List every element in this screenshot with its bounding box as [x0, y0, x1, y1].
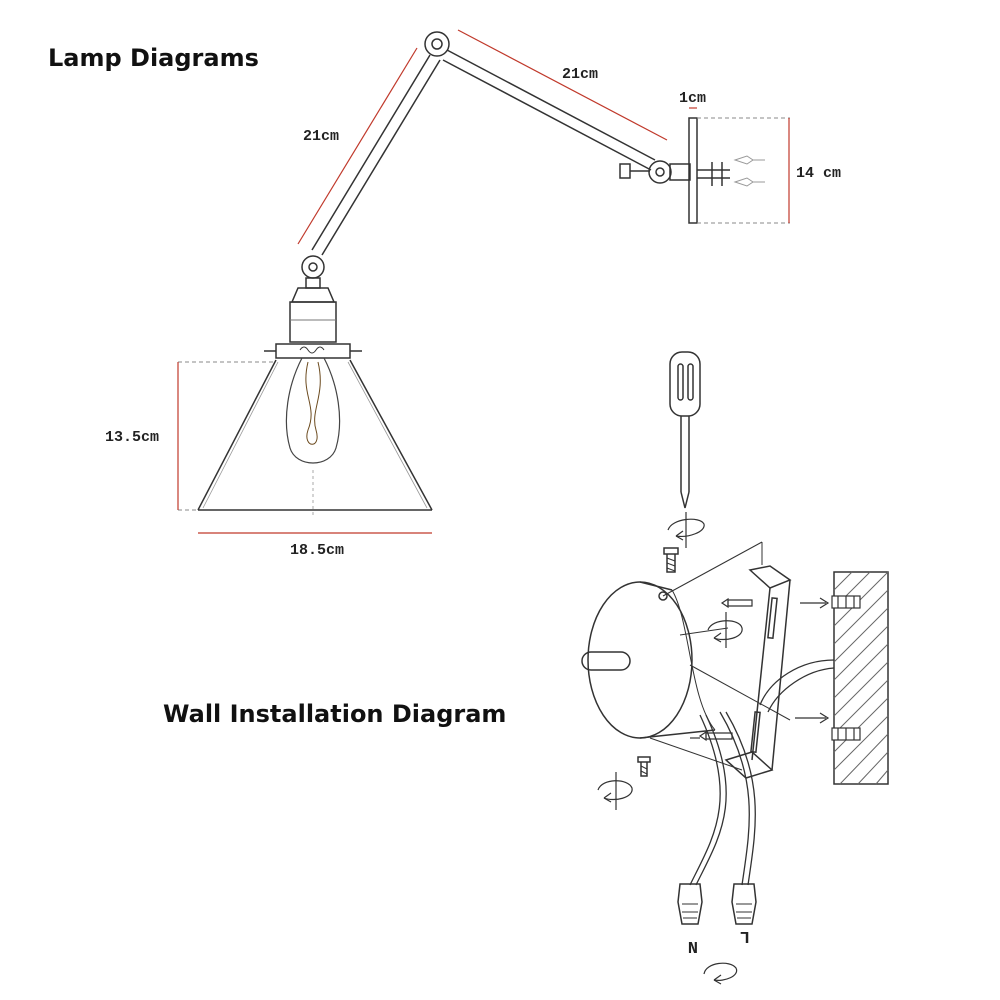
rotate-arrow-icon-lower: [597, 772, 633, 810]
rotate-arrow-icon-bottom: [703, 962, 738, 985]
wall-installation-drawing: [581, 351, 889, 985]
dim-label-mount-height: 14 cm: [796, 165, 841, 182]
wall: [833, 571, 889, 785]
wire-label-neutral: N: [688, 936, 698, 955]
dim-line-arm-upper: [297, 47, 418, 245]
screwdriver-rotate-arrow-icon: [667, 512, 705, 548]
wall-hatching: [833, 571, 889, 785]
rotate-arrow-icon-upper: [707, 612, 743, 648]
wall-anchors-icon: [795, 595, 861, 741]
wall-installation-title: Wall Installation Diagram: [163, 700, 507, 728]
lamp-wall-plate: [688, 117, 730, 224]
mounting-bracket: [724, 565, 792, 779]
lamp-drawing: [178, 31, 790, 515]
lamp-arm-upper: [311, 54, 441, 256]
screwdriver-icon: [669, 351, 701, 509]
lamp-bulb: [285, 357, 341, 515]
lower-screw-icon: [637, 756, 651, 777]
lamp-shade-extent-lines: [178, 361, 276, 511]
lamp-socket: [264, 287, 362, 359]
lamp-shade-joint: [301, 255, 325, 289]
dim-label-arm-upper: 21cm: [303, 128, 339, 145]
wire-connector-neutral: [677, 883, 703, 925]
lamp-wall-extent-lines: [697, 117, 790, 224]
canopy: [581, 581, 716, 739]
lamp-dimension-lines: [177, 29, 790, 534]
wire-connector-live: [731, 883, 757, 925]
dim-label-shade-height: 13.5cm: [105, 429, 159, 446]
wire-label-live: L: [740, 926, 750, 945]
wires: [689, 659, 835, 886]
dim-label-mount-depth: 1cm: [679, 90, 706, 107]
dim-label-arm-lower: 21cm: [562, 66, 598, 83]
lamp-diagrams-title: Lamp Diagrams: [48, 44, 259, 72]
lamp-shade: [197, 359, 433, 511]
bracket-screws-icon: [690, 597, 753, 742]
dim-label-shade-width: 18.5cm: [290, 542, 344, 559]
lamp-wall-screws: [733, 155, 765, 187]
top-screw-icon: [663, 547, 679, 573]
projection-lines: [649, 541, 791, 771]
lamp-arm-lower: [442, 49, 656, 171]
lamp-wall-joint: [619, 160, 691, 184]
lamp-elbow-joint: [424, 31, 450, 57]
dim-line-arm-lower: [457, 29, 668, 141]
